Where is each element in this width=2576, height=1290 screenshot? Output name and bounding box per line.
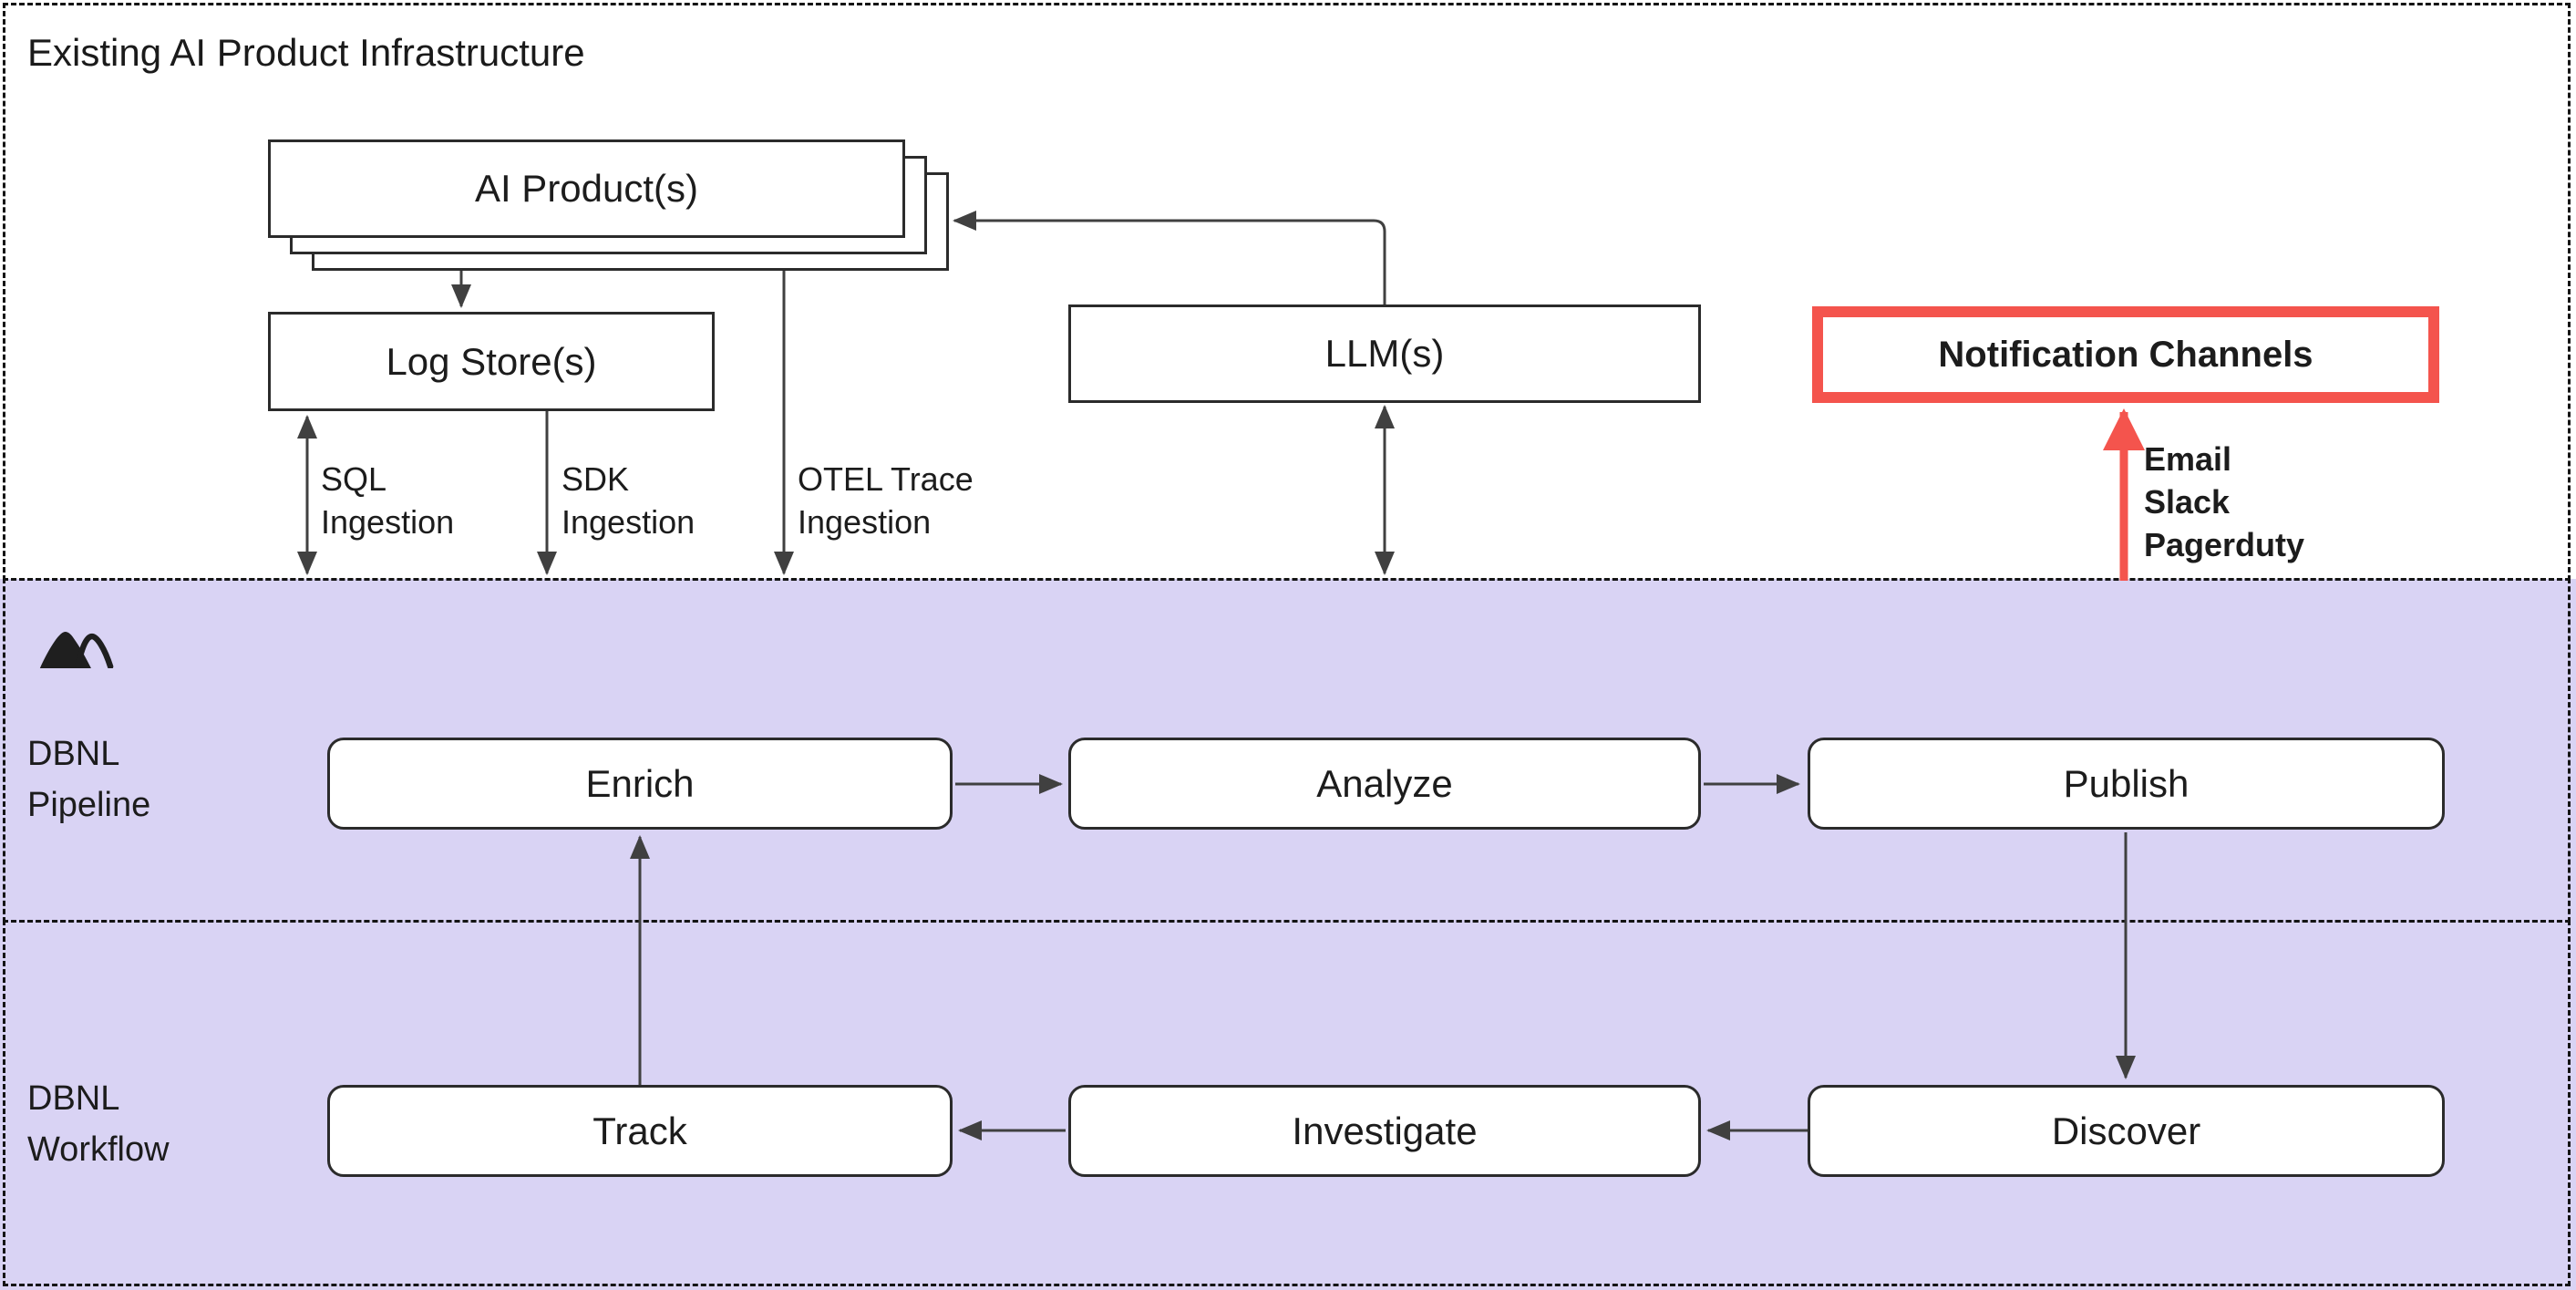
node-analyze-label: Analyze bbox=[1316, 761, 1453, 805]
section-label-dbnl-pipeline: DBNL Pipeline bbox=[27, 735, 151, 824]
node-enrich: Enrich bbox=[327, 738, 953, 830]
edge-label-sql-ingestion: SQL Ingestion bbox=[321, 460, 455, 541]
node-publish-label: Publish bbox=[2063, 761, 2190, 805]
node-ai-products: AI Product(s) bbox=[268, 139, 905, 238]
node-discover-label: Discover bbox=[2051, 1109, 2201, 1152]
node-analyze: Analyze bbox=[1068, 738, 1701, 830]
node-llms: LLM(s) bbox=[1068, 304, 1701, 403]
node-discover: Discover bbox=[1808, 1085, 2445, 1177]
node-track-label: Track bbox=[592, 1109, 687, 1152]
edge-label-notification-targets: Email Slack Pagerduty bbox=[2144, 440, 2305, 563]
node-log-stores: Log Store(s) bbox=[268, 312, 715, 411]
node-enrich-label: Enrich bbox=[585, 761, 695, 805]
node-publish: Publish bbox=[1808, 738, 2445, 830]
node-llms-label: LLM(s) bbox=[1324, 332, 1445, 375]
section-label-dbnl-workflow: DBNL Workflow bbox=[27, 1079, 170, 1169]
edge-label-sdk-ingestion: SDK Ingestion bbox=[562, 460, 696, 541]
node-log-stores-label: Log Store(s) bbox=[386, 339, 597, 383]
node-notification-channels-label: Notification Channels bbox=[1938, 335, 2313, 375]
section-title-existing-infrastructure: Existing AI Product Infrastructure bbox=[27, 31, 585, 74]
node-ai-products-label: AI Product(s) bbox=[474, 167, 699, 210]
node-track: Track bbox=[327, 1085, 953, 1177]
node-notification-channels: Notification Channels bbox=[1812, 306, 2439, 403]
section-dbnl-workflow bbox=[3, 920, 2571, 1286]
node-investigate: Investigate bbox=[1068, 1085, 1701, 1177]
edge-label-otel-ingestion: OTEL Trace Ingestion bbox=[798, 460, 974, 541]
node-investigate-label: Investigate bbox=[1292, 1109, 1478, 1152]
